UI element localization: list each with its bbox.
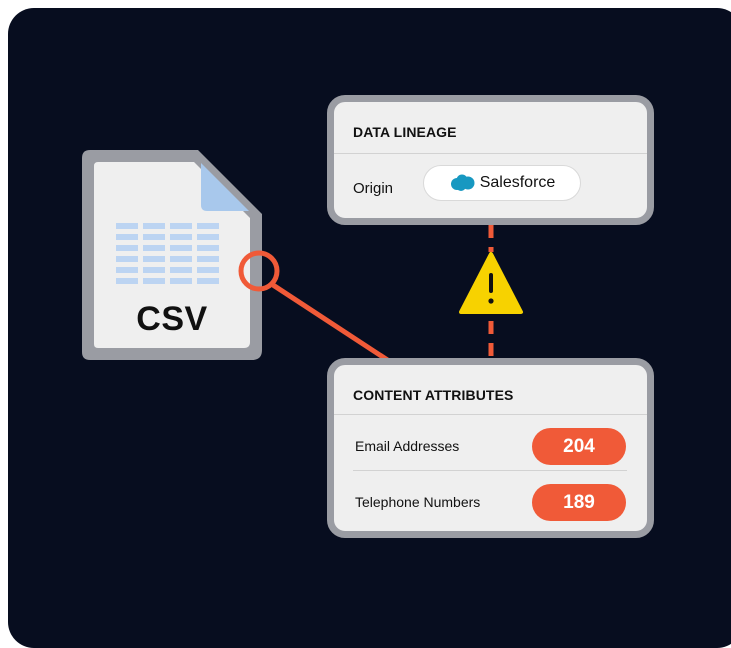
origin-source-pill: Salesforce (423, 165, 581, 201)
salesforce-cloud-icon (450, 174, 475, 191)
attribute-label-telephone: Telephone Numbers (355, 494, 481, 510)
csv-label: CSV (136, 300, 208, 338)
attribute-count-email: 204 (532, 428, 626, 465)
spreadsheet-grid (116, 223, 219, 284)
row-divider (353, 470, 627, 471)
content-attributes-title: CONTENT ATTRIBUTES (353, 387, 514, 403)
attribute-count-telephone: 189 (532, 484, 626, 521)
csv-file-icon (82, 150, 262, 360)
attribute-label-email: Email Addresses (355, 438, 460, 454)
card-divider (334, 414, 647, 415)
content-attributes-card: CONTENT ATTRIBUTES Email Addresses 204 T… (327, 358, 654, 538)
data-lineage-card: DATA LINEAGE Origin Salesforce (327, 95, 654, 225)
data-lineage-title: DATA LINEAGE (353, 124, 457, 140)
csv-file: CSV (82, 150, 262, 360)
origin-label: Origin (353, 180, 394, 197)
origin-source-name: Salesforce (479, 174, 556, 191)
card-divider (334, 153, 647, 154)
